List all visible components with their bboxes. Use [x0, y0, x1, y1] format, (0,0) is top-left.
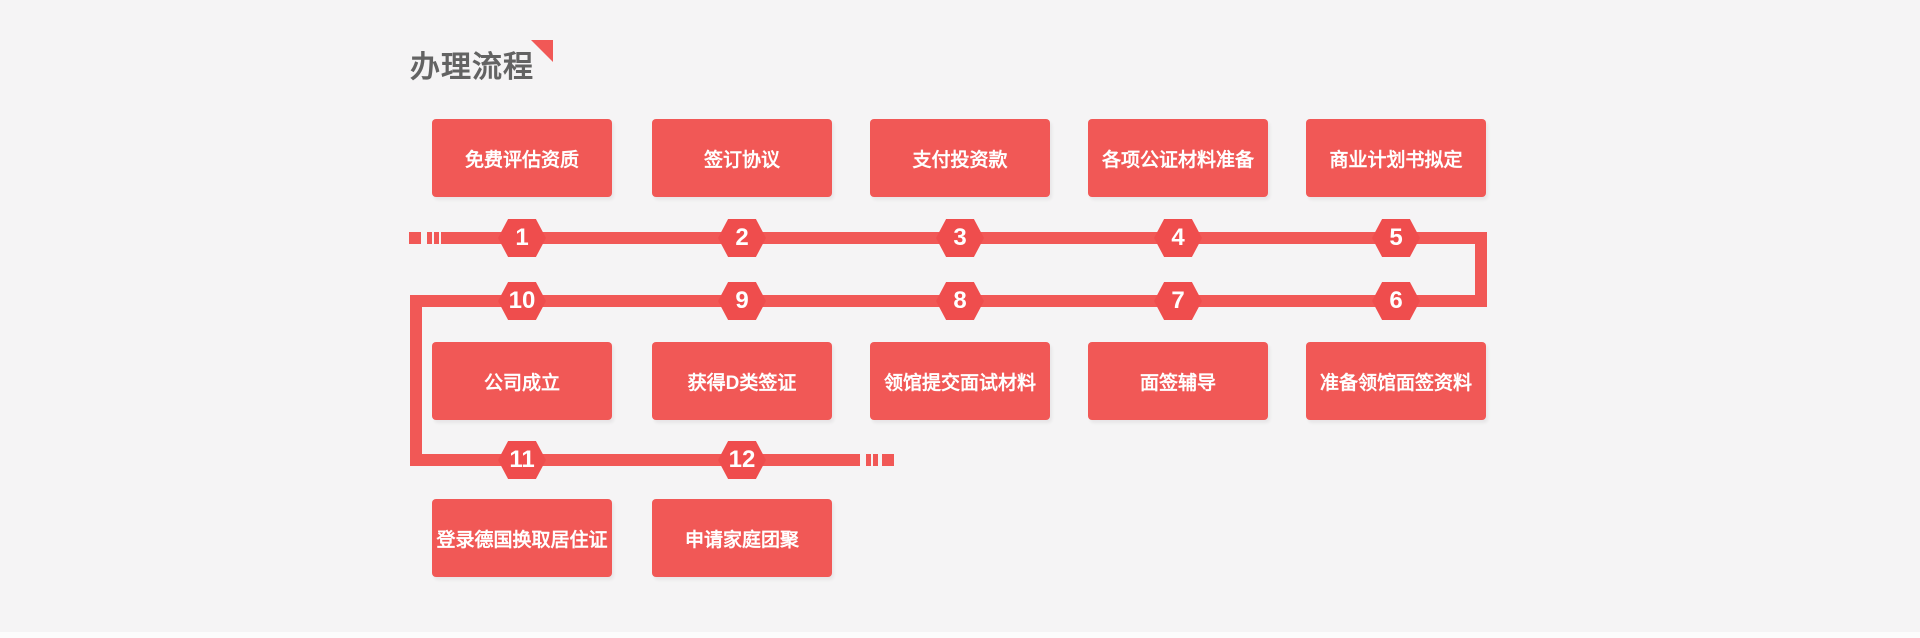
step-box-4: 各项公证材料准备	[1088, 119, 1268, 197]
flow-line-row3	[410, 454, 860, 466]
step-box-12: 申请家庭团聚	[652, 499, 832, 577]
flow-line-start-dash	[427, 232, 432, 244]
page-bottom-strip	[0, 632, 1920, 638]
flow-line-start-square	[409, 232, 421, 244]
step-badge-1: 1	[498, 219, 546, 257]
step-box-5: 商业计划书拟定	[1306, 119, 1486, 197]
step-box-11: 登录德国换取居住证	[432, 499, 612, 577]
flow-line-end-dash	[873, 454, 878, 466]
flow-line-left-connector	[410, 295, 422, 466]
step-box-10: 公司成立	[432, 342, 612, 420]
flow-line-end-square	[882, 454, 894, 466]
step-box-6: 准备领馆面签资料	[1306, 342, 1486, 420]
step-badge-2: 2	[718, 219, 766, 257]
step-box-8: 领馆提交面试材料	[870, 342, 1050, 420]
title-flag-icon	[531, 40, 553, 62]
step-badge-11: 11	[498, 441, 546, 479]
step-box-2: 签订协议	[652, 119, 832, 197]
step-box-3: 支付投资款	[870, 119, 1050, 197]
step-badge-10: 10	[498, 282, 546, 320]
page-title: 办理流程	[410, 51, 534, 84]
step-badge-6: 6	[1372, 282, 1420, 320]
step-badge-4: 4	[1154, 219, 1202, 257]
step-box-9: 获得D类签证	[652, 342, 832, 420]
step-badge-5: 5	[1372, 219, 1420, 257]
step-box-7: 面签辅导	[1088, 342, 1268, 420]
step-box-1: 免费评估资质	[432, 119, 612, 197]
step-badge-8: 8	[936, 282, 984, 320]
step-badge-7: 7	[1154, 282, 1202, 320]
flow-line-end-dash	[866, 454, 871, 466]
step-badge-9: 9	[718, 282, 766, 320]
section-header: 办理流程	[410, 40, 553, 86]
step-badge-12: 12	[718, 441, 766, 479]
flow-line-start-dash	[434, 232, 439, 244]
step-badge-3: 3	[936, 219, 984, 257]
flow-line-right-connector	[1475, 232, 1487, 307]
